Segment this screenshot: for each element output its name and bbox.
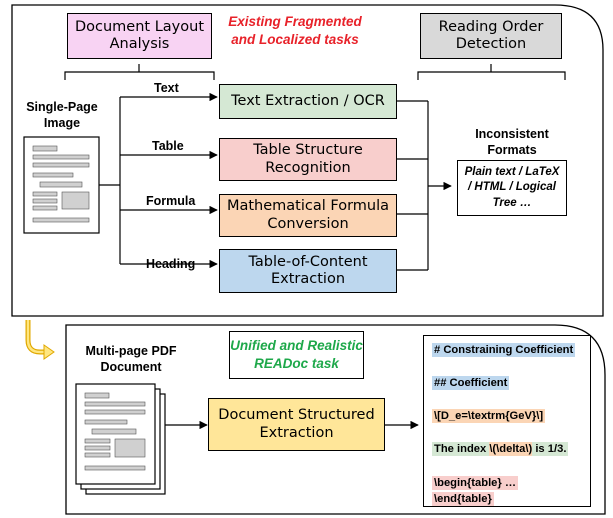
md-table-end: \end{table} bbox=[432, 492, 494, 506]
layout-analysis-brace bbox=[64, 64, 215, 80]
md-table-begin: \begin{table} … bbox=[432, 476, 519, 490]
reading-order-box: Reading Order Detection bbox=[420, 13, 562, 59]
left-fanout bbox=[99, 97, 121, 264]
output-formats-text: Plain text / LaTeX / HTML / Logical Tree… bbox=[464, 165, 560, 209]
md-formula: \[D_e=\textrm{GeV}\] bbox=[432, 409, 546, 423]
branch-label-heading: Heading bbox=[146, 257, 196, 271]
md-heading-1: # Constraining Coefficient bbox=[432, 343, 576, 357]
toc-extraction-box: Table-of-Content Extraction bbox=[219, 249, 397, 293]
multi-page-doc-icon bbox=[75, 383, 166, 495]
right-fanin bbox=[397, 100, 429, 271]
reading-order-brace bbox=[417, 64, 566, 80]
text-extraction-box: Text Extraction / OCR bbox=[219, 84, 397, 119]
bottom-panel-frame bbox=[65, 324, 606, 515]
readoc-note: Unified and Realistic READoc task bbox=[230, 338, 363, 371]
md-heading-2: ## Coefficient bbox=[432, 376, 510, 390]
single-page-doc-icon bbox=[23, 136, 100, 234]
multi-page-label: Multi-page PDF Document bbox=[85, 344, 177, 374]
inconsistent-formats-label: Inconsistent Formats bbox=[475, 127, 549, 157]
existing-tasks-note: Existing Fragmented and Localized tasks bbox=[228, 14, 362, 47]
top-panel-frame bbox=[11, 4, 604, 317]
formula-conversion-box: Mathematical Formula Conversion bbox=[219, 194, 397, 237]
single-page-label: Single-Page Image bbox=[26, 100, 98, 130]
structured-extraction-box: Document Structured Extraction bbox=[208, 398, 385, 451]
readoc-note-box: Unified and Realistic READoc task bbox=[229, 331, 364, 379]
branch-label-table: Table bbox=[152, 139, 184, 153]
output-formats-box: Plain text / LaTeX / HTML / Logical Tree… bbox=[457, 160, 567, 216]
branch-label-formula: Formula bbox=[146, 194, 196, 208]
layout-analysis-box: Document Layout Analysis bbox=[67, 13, 212, 59]
md-text-line: The index \(\delta\) is 1/3. bbox=[432, 442, 569, 456]
branch-label-text: Text bbox=[154, 81, 179, 95]
table-recognition-box: Table Structure Recognition bbox=[219, 138, 397, 181]
